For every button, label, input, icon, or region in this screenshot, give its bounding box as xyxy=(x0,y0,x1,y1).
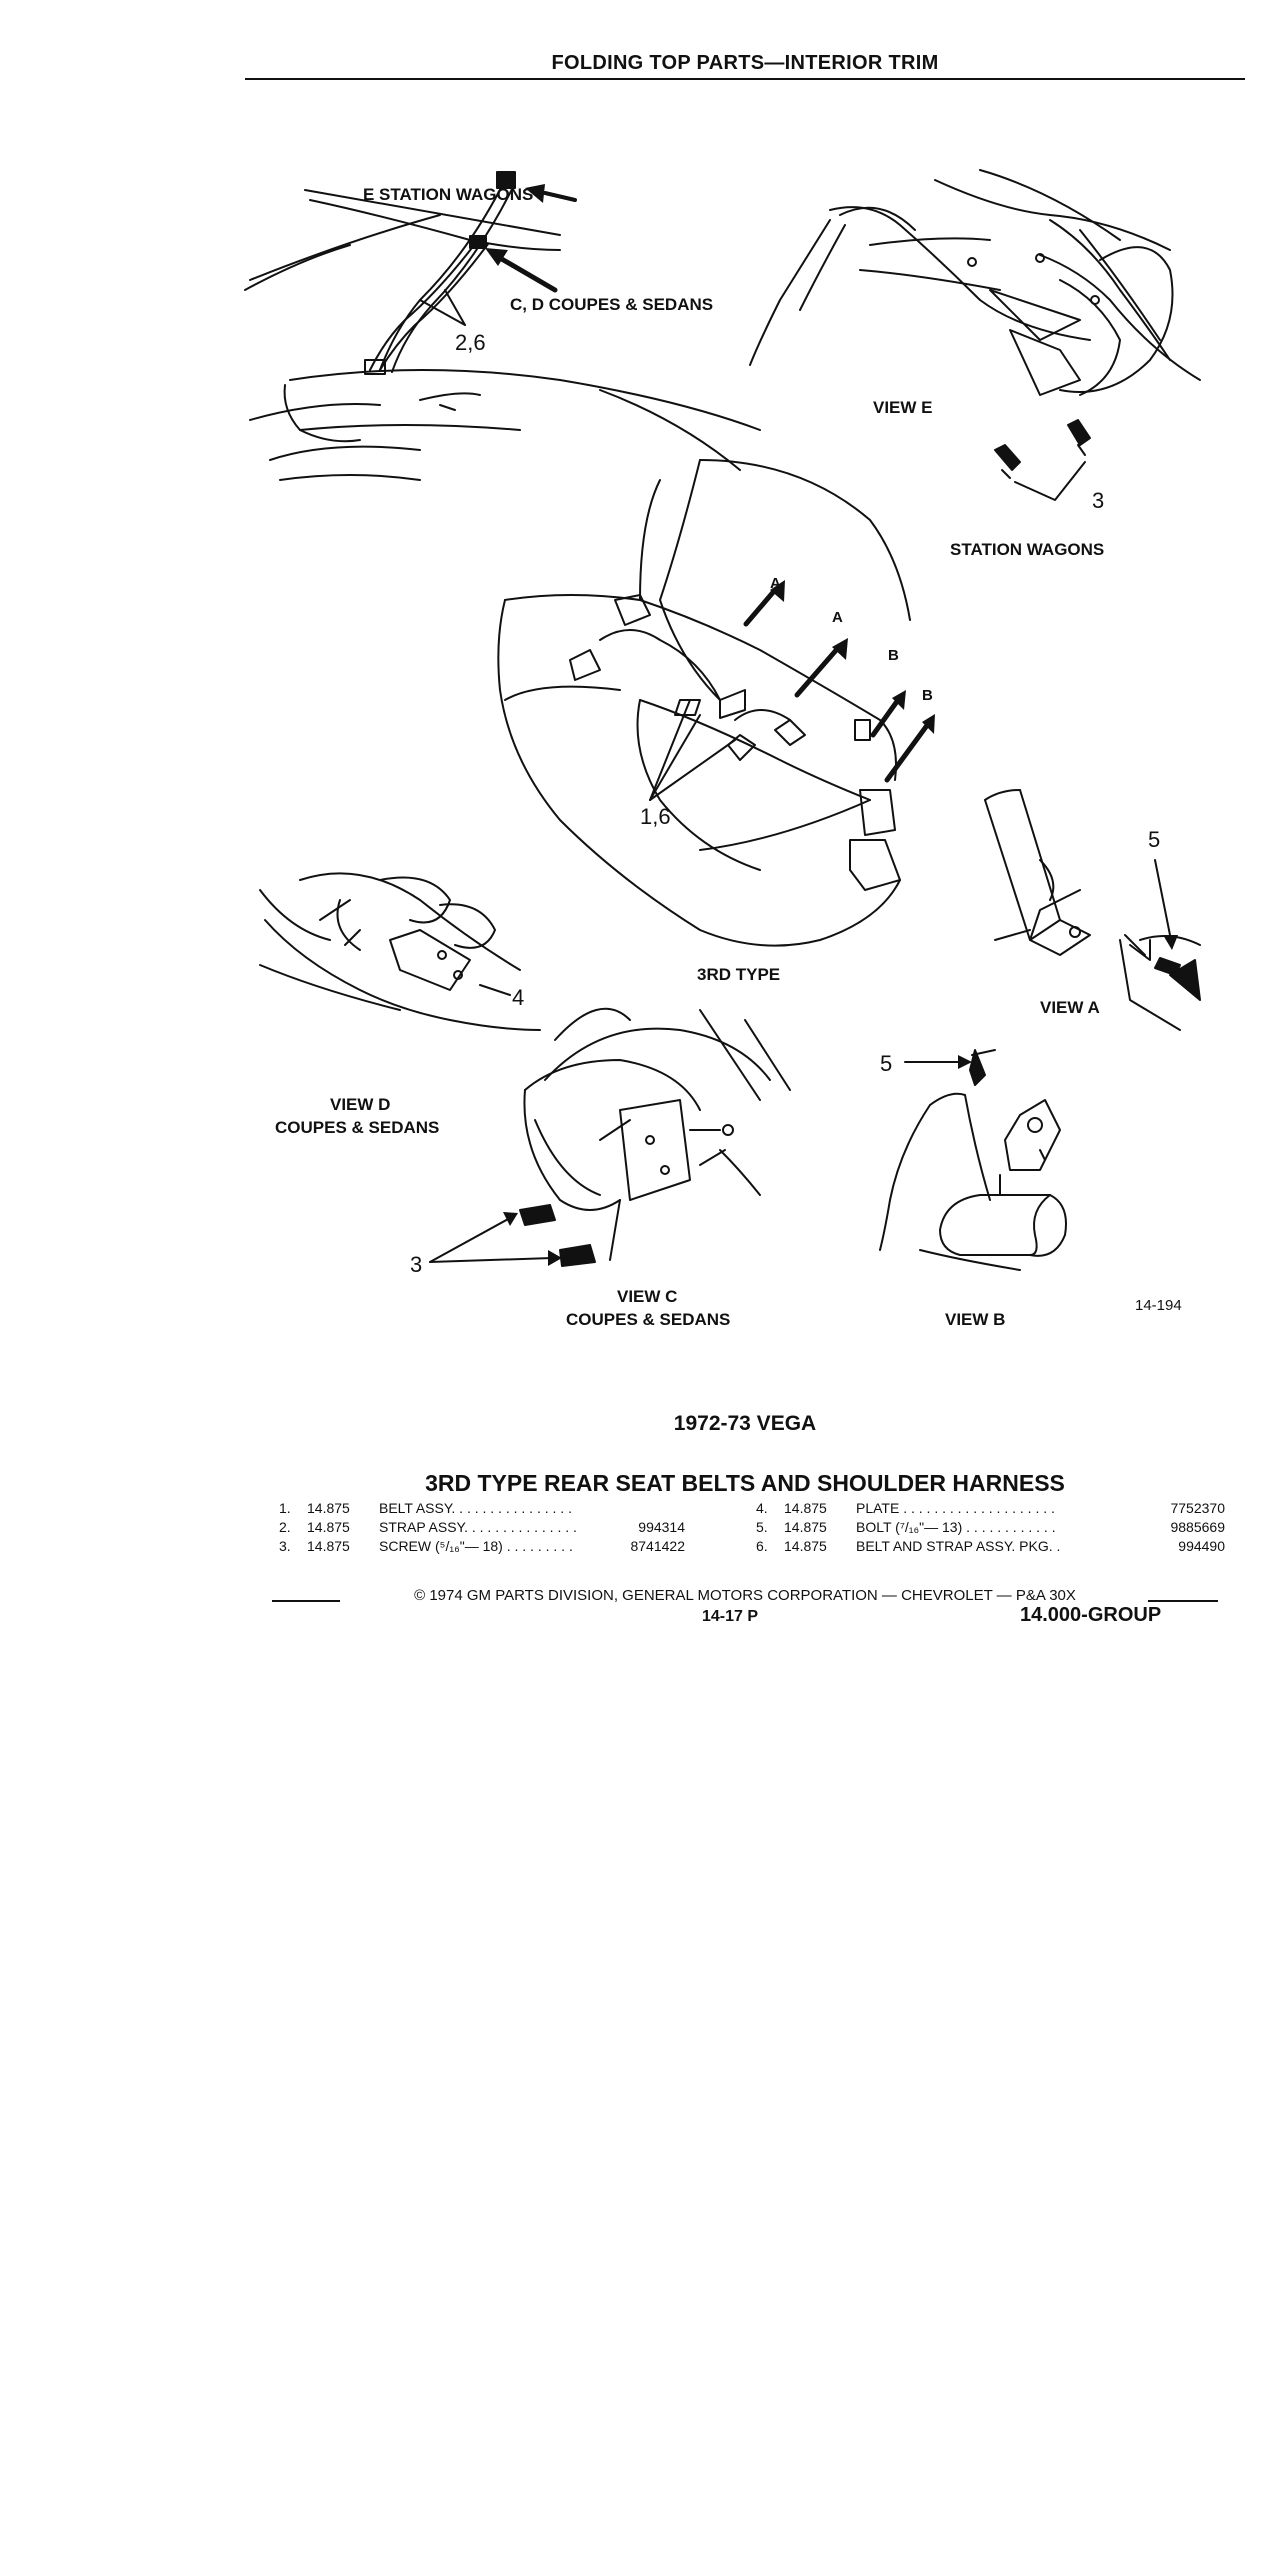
part-row: 6. 14.875 BELT AND STRAP ASSY. PKG. . 99… xyxy=(756,1538,1225,1557)
label-cd-coupes-sedans: C, D COUPES & SEDANS xyxy=(510,295,713,314)
callout-1-6: 1,6 xyxy=(640,804,671,829)
part-number: 9885669 xyxy=(1170,1519,1225,1535)
part-number-index: 4. xyxy=(756,1500,768,1516)
part-description: STRAP ASSY. . . . . . . . . . . . . . . xyxy=(379,1519,577,1535)
roof-strap-drawing xyxy=(244,171,761,481)
callout-3-top: 3 xyxy=(1092,488,1104,513)
page-number: 14-17 P xyxy=(702,1608,759,1625)
part-description: BOLT (⁷/₁₆"— 13) . . . . . . . . . . . . xyxy=(856,1519,1056,1535)
part-row: 1. 14.875 BELT ASSY. . . . . . . . . . .… xyxy=(279,1500,685,1519)
footer-rule-right xyxy=(1148,1600,1218,1602)
figure-number: 14-194 xyxy=(1135,1297,1182,1314)
view-b-drawing xyxy=(879,1049,1067,1271)
part-row: 4. 14.875 PLATE . . . . . . . . . . . . … xyxy=(756,1500,1225,1519)
label-e-station-wagons: E STATION WAGONS xyxy=(363,185,533,204)
model-heading: 1972-73 VEGA xyxy=(673,1412,817,1435)
part-description: PLATE . . . . . . . . . . . . . . . . . … xyxy=(856,1500,1055,1516)
group-number: 14.875 xyxy=(307,1500,350,1516)
group-number-footer: 14.000-GROUP xyxy=(1020,1604,1162,1626)
part-number: 994490 xyxy=(1178,1538,1225,1554)
callout-5-a: 5 xyxy=(1148,827,1160,852)
part-number-index: 1. xyxy=(279,1500,291,1516)
parts-list-right: 4. 14.875 PLATE . . . . . . . . . . . . … xyxy=(756,1500,1225,1557)
page-title: FOLDING TOP PARTS—INTERIOR TRIM xyxy=(551,52,939,74)
label-b-2: B xyxy=(922,687,933,704)
group-number: 14.875 xyxy=(307,1519,350,1535)
part-row: 2. 14.875 STRAP ASSY. . . . . . . . . . … xyxy=(279,1519,685,1538)
footer-rule-left xyxy=(272,1600,340,1602)
part-row: 5. 14.875 BOLT (⁷/₁₆"— 13) . . . . . . .… xyxy=(756,1519,1225,1538)
label-view-b: VIEW B xyxy=(945,1310,1005,1329)
callout-5-b: 5 xyxy=(880,1051,892,1076)
part-number-index: 6. xyxy=(756,1538,768,1554)
callout-3-bottom: 3 xyxy=(410,1252,422,1277)
part-description: BELT ASSY. . . . . . . . . . . . . . . . xyxy=(379,1500,572,1516)
label-b-1: B xyxy=(888,647,899,664)
part-row: 3. 14.875 SCREW (⁵/₁₆"— 18) . . . . . . … xyxy=(279,1538,685,1557)
section-title: 3RD TYPE REAR SEAT BELTS AND SHOULDER HA… xyxy=(425,1470,1065,1496)
copyright-line: © 1974 GM PARTS DIVISION, GENERAL MOTORS… xyxy=(414,1587,1076,1604)
rear-seat-drawing xyxy=(497,459,911,947)
part-description: BELT AND STRAP ASSY. PKG. . xyxy=(856,1538,1061,1554)
part-number-index: 5. xyxy=(756,1519,768,1535)
group-number: 14.875 xyxy=(307,1538,350,1554)
header-rule xyxy=(245,78,1245,80)
group-number: 14.875 xyxy=(784,1519,827,1535)
label-view-c-sub: COUPES & SEDANS xyxy=(566,1310,730,1329)
label-third-type: 3RD TYPE xyxy=(697,965,780,984)
view-d-drawing xyxy=(259,872,541,1031)
part-number: 8741422 xyxy=(630,1538,685,1554)
part-number: 994314 xyxy=(638,1519,685,1535)
label-view-d-sub: COUPES & SEDANS xyxy=(275,1118,439,1137)
label-view-d: VIEW D xyxy=(330,1095,390,1114)
label-a-2: A xyxy=(832,609,843,626)
part-number-index: 3. xyxy=(279,1538,291,1554)
part-number-index: 2. xyxy=(279,1519,291,1535)
label-a-1: A xyxy=(770,575,781,592)
label-view-e: VIEW E xyxy=(873,398,933,417)
seat-belt-illustration: E STATION WAGONS C, D COUPES & SEDANS 2,… xyxy=(244,169,1201,1329)
callout-4: 4 xyxy=(512,985,524,1010)
callout-2-6: 2,6 xyxy=(455,330,486,355)
part-number: 7752370 xyxy=(1170,1500,1225,1516)
label-station-wagons: STATION WAGONS xyxy=(950,540,1104,559)
view-e-drawing xyxy=(749,169,1201,479)
group-number: 14.875 xyxy=(784,1538,827,1554)
label-view-a: VIEW A xyxy=(1040,998,1100,1017)
parts-list-left: 1. 14.875 BELT ASSY. . . . . . . . . . .… xyxy=(279,1500,685,1557)
view-c-drawing xyxy=(519,1007,791,1267)
part-description: SCREW (⁵/₁₆"— 18) . . . . . . . . . xyxy=(379,1538,573,1554)
label-view-c: VIEW C xyxy=(617,1287,677,1306)
view-a-drawing xyxy=(984,789,1201,1031)
group-number: 14.875 xyxy=(784,1500,827,1516)
